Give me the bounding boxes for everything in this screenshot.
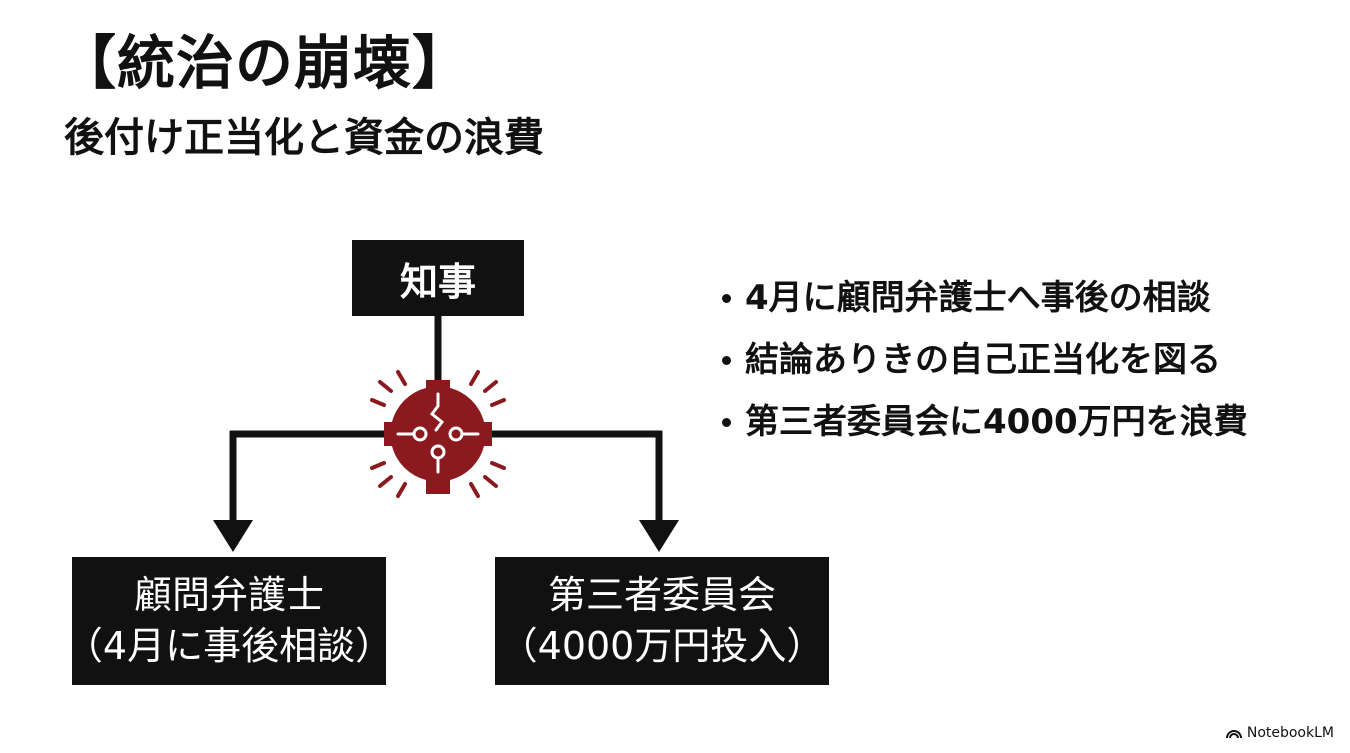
node-legal-advisor-detail: （4月に事後相談） [64, 624, 394, 668]
bullet-item: 結論ありきの自己正当化を図る [722, 342, 1248, 378]
bullet-text: 第三者委員会に4000万円を浪費 [745, 402, 1248, 442]
notebooklm-logo-icon [1225, 730, 1242, 739]
node-legal-advisor-title: 顧問弁護士 [133, 572, 324, 617]
node-committee-title: 第三者委員会 [547, 572, 776, 617]
page-title: 【統治の崩壊】 [58, 29, 472, 97]
brand-watermark: NotebookLM [1225, 725, 1334, 741]
arrow-right-icon [639, 520, 679, 552]
node-governor-label: 知事 [399, 259, 476, 304]
bullet-item: 4月に顧問弁護士へ事後の相談 [722, 280, 1248, 316]
node-legal-advisor: 顧問弁護士 （4月に事後相談） [65, 557, 393, 685]
bullet-text: 結論ありきの自己正当化を図る [745, 340, 1221, 380]
node-third-party-committee: 第三者委員会 （4000万円投入） [495, 557, 829, 685]
bullet-item: 第三者委員会に4000万円を浪費 [722, 404, 1248, 440]
brand-name: NotebookLM [1246, 725, 1334, 741]
broken-junction-icon [370, 370, 506, 498]
summary-bullets: 4月に顧問弁護士へ事後の相談 結論ありきの自己正当化を図る 第三者委員会に400… [722, 280, 1248, 466]
page-subtitle: 後付け正当化と資金の浪費 [64, 115, 544, 161]
bullet-text: 4月に顧問弁護士へ事後の相談 [745, 278, 1211, 318]
node-committee-detail: （4000万円投入） [499, 624, 825, 668]
node-governor: 知事 [352, 240, 524, 316]
arrow-left-icon [213, 520, 253, 552]
bullet-dot-icon [722, 293, 731, 303]
bullet-dot-icon [722, 417, 731, 427]
bullet-dot-icon [722, 355, 731, 365]
